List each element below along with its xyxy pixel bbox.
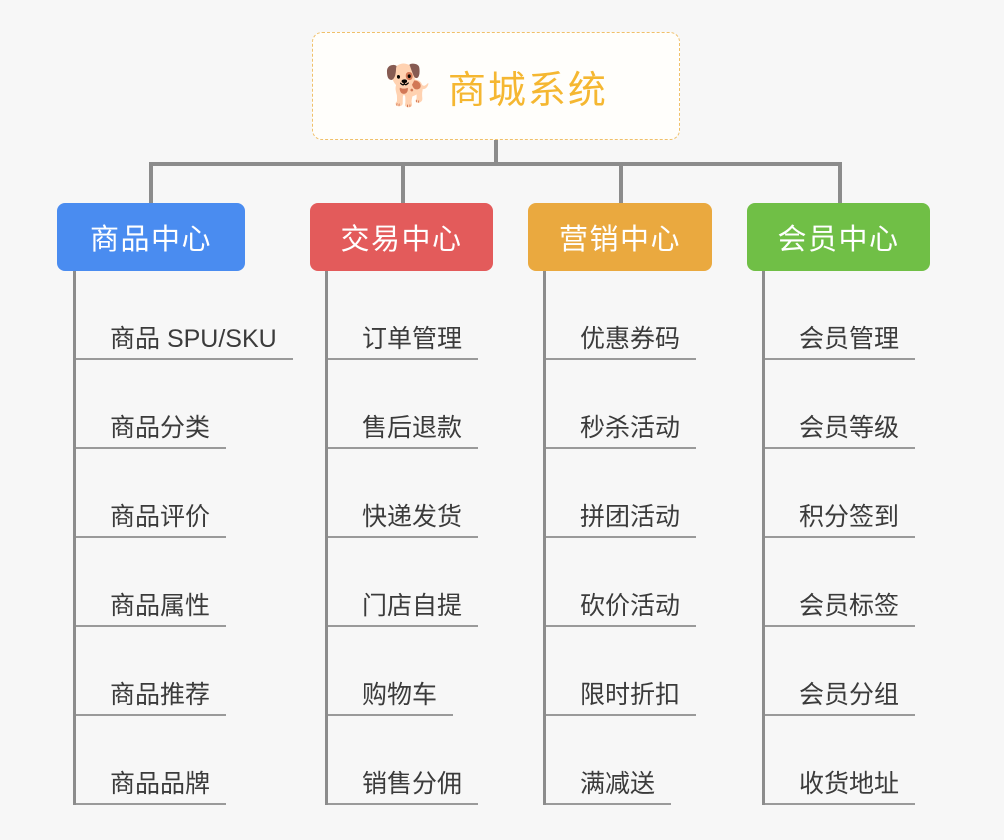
list-item-label: 积分签到	[799, 502, 900, 531]
list-item[interactable]: 拼团活动	[546, 449, 697, 538]
list-item-label: 收货地址	[799, 769, 900, 798]
category-header-2[interactable]: 交易中心	[310, 203, 493, 271]
list-item[interactable]: 积分签到	[765, 449, 916, 538]
list-item[interactable]: 限时折扣	[546, 627, 697, 716]
sub-item-list-3: 优惠券码 秒杀活动 拼团活动 砍价活动 限时折扣 满减送	[543, 271, 697, 805]
category-header-4[interactable]: 会员中心	[747, 203, 930, 271]
list-item[interactable]: 销售分佣	[328, 716, 479, 805]
list-item-label: 秒杀活动	[580, 413, 681, 442]
root-node[interactable]: 🐕 商城系统	[312, 32, 680, 140]
list-item[interactable]: 会员等级	[765, 360, 916, 449]
list-item-label: 砍价活动	[580, 591, 681, 620]
branch-drop-connector-2	[401, 162, 405, 206]
branch-drop-connector-4	[838, 162, 842, 206]
list-item-label: 订单管理	[362, 324, 463, 353]
list-item-label: 商品属性	[110, 591, 211, 620]
list-item[interactable]: 售后退款	[328, 360, 479, 449]
list-item-label: 拼团活动	[580, 502, 681, 531]
list-item-label: 会员分组	[799, 680, 900, 709]
list-item-label: 会员标签	[799, 591, 900, 620]
list-item-label: 商品推荐	[110, 680, 211, 709]
sub-item-list-2: 订单管理 售后退款 快递发货 门店自提 购物车 销售分佣	[325, 271, 479, 805]
list-item[interactable]: 满减送	[546, 716, 696, 805]
list-item-label: 商品评价	[110, 502, 211, 531]
list-item[interactable]: 商品分类	[76, 360, 293, 449]
category-column-4: 会员中心	[747, 203, 930, 271]
list-item[interactable]: 会员标签	[765, 538, 916, 627]
list-item-label: 售后退款	[362, 413, 463, 442]
shiba-dog-face-icon: 🐕	[384, 64, 434, 108]
sub-item-list-4: 会员管理 会员等级 积分签到 会员标签 会员分组 收货地址	[762, 271, 916, 805]
list-item-label: 商品分类	[110, 413, 211, 442]
list-item-label: 购物车	[362, 680, 438, 709]
list-item-label: 限时折扣	[580, 680, 681, 709]
category-header-label: 会员中心	[777, 224, 900, 256]
branch-drop-connector-3	[619, 162, 623, 206]
list-item[interactable]: 商品评价	[76, 449, 293, 538]
list-item-label: 满减送	[580, 769, 656, 798]
list-item[interactable]: 收货地址	[765, 716, 916, 805]
branch-drop-connector-1	[149, 162, 153, 206]
category-header-1[interactable]: 商品中心	[57, 203, 245, 271]
category-column-2: 交易中心	[310, 203, 493, 271]
list-item[interactable]: 订单管理	[328, 271, 479, 360]
category-header-label: 营销中心	[558, 224, 681, 256]
list-item[interactable]: 商品品牌	[76, 716, 293, 805]
list-item[interactable]: 会员管理	[765, 271, 916, 360]
list-item-label: 商品品牌	[110, 769, 211, 798]
list-item[interactable]: 会员分组	[765, 627, 916, 716]
list-item-label: 会员等级	[799, 413, 900, 442]
list-item[interactable]: 购物车	[328, 627, 478, 716]
list-item-label: 门店自提	[362, 591, 463, 620]
list-item-label: 会员管理	[799, 324, 900, 353]
list-item[interactable]: 秒杀活动	[546, 360, 697, 449]
horizontal-bus-connector	[151, 162, 841, 166]
list-item[interactable]: 优惠券码	[546, 271, 697, 360]
category-header-label: 商品中心	[89, 224, 212, 256]
sub-item-list-1: 商品 SPU/SKU 商品分类 商品评价 商品属性 商品推荐 商品品牌	[73, 271, 293, 805]
list-item-label: 商品 SPU/SKU	[110, 324, 277, 353]
category-column-1: 商品中心	[57, 203, 245, 271]
list-item[interactable]: 商品推荐	[76, 627, 293, 716]
root-stem-connector	[494, 140, 498, 164]
list-item[interactable]: 商品属性	[76, 538, 293, 627]
list-item-label: 销售分佣	[362, 769, 463, 798]
category-header-3[interactable]: 营销中心	[528, 203, 712, 271]
list-item[interactable]: 快递发货	[328, 449, 479, 538]
category-column-3: 营销中心	[528, 203, 712, 271]
category-header-label: 交易中心	[340, 224, 463, 256]
list-item[interactable]: 商品 SPU/SKU	[76, 271, 293, 360]
root-title: 商城系统	[447, 69, 608, 112]
list-item[interactable]: 砍价活动	[546, 538, 697, 627]
list-item-label: 优惠券码	[580, 324, 681, 353]
list-item-label: 快递发货	[362, 502, 463, 531]
list-item[interactable]: 门店自提	[328, 538, 479, 627]
